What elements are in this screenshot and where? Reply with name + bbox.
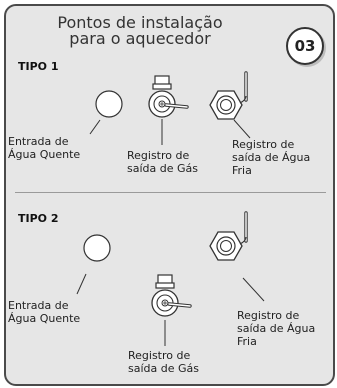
cold-water-valve-leader-line <box>233 119 251 139</box>
section-divider <box>15 192 326 193</box>
tipo-1-cold-water-valve-label: Registro de saída de Água Fria <box>232 138 311 177</box>
step-number-badge: 03 <box>286 27 324 65</box>
tipo-1-gas-valve-label: Registro de saída de Gás <box>127 149 198 175</box>
tipo-2-heading: TIPO 2 <box>18 212 59 225</box>
tipo-1-hot-water-inlet-label: Entrada de Água Quente <box>8 135 81 161</box>
gas-valve-icon <box>148 75 189 118</box>
tipo-2-hot-water-inlet-label: Entrada de Água Quente <box>8 299 81 325</box>
hot-water-inlet-icon <box>83 234 111 262</box>
tipo-2-gas-valve-label: Registro de saída de Gás <box>128 349 199 375</box>
hot-water-inlet-icon <box>95 90 123 118</box>
panel-title: Pontos de instalação para o aquecedor <box>6 15 274 47</box>
title-line-2: para o aquecedor <box>69 29 211 48</box>
gas-valve-icon <box>151 274 192 317</box>
title-line-1: Pontos de instalação <box>57 13 223 32</box>
hot-water-inlet-leader-line <box>89 119 101 135</box>
tipo-2-cold-water-valve-label: Registro de saída de Água Fria <box>237 309 316 348</box>
diagram-graphics <box>76 71 265 346</box>
cold-water-valve-icon <box>209 211 248 261</box>
installation-points-panel: Pontos de instalação para o aquecedor 03… <box>4 4 335 386</box>
cold-water-valve-icon <box>209 71 248 120</box>
cold-water-valve-leader-line <box>242 277 265 302</box>
hot-water-inlet-leader-line <box>76 273 87 295</box>
tipo-1-heading: TIPO 1 <box>18 60 59 73</box>
